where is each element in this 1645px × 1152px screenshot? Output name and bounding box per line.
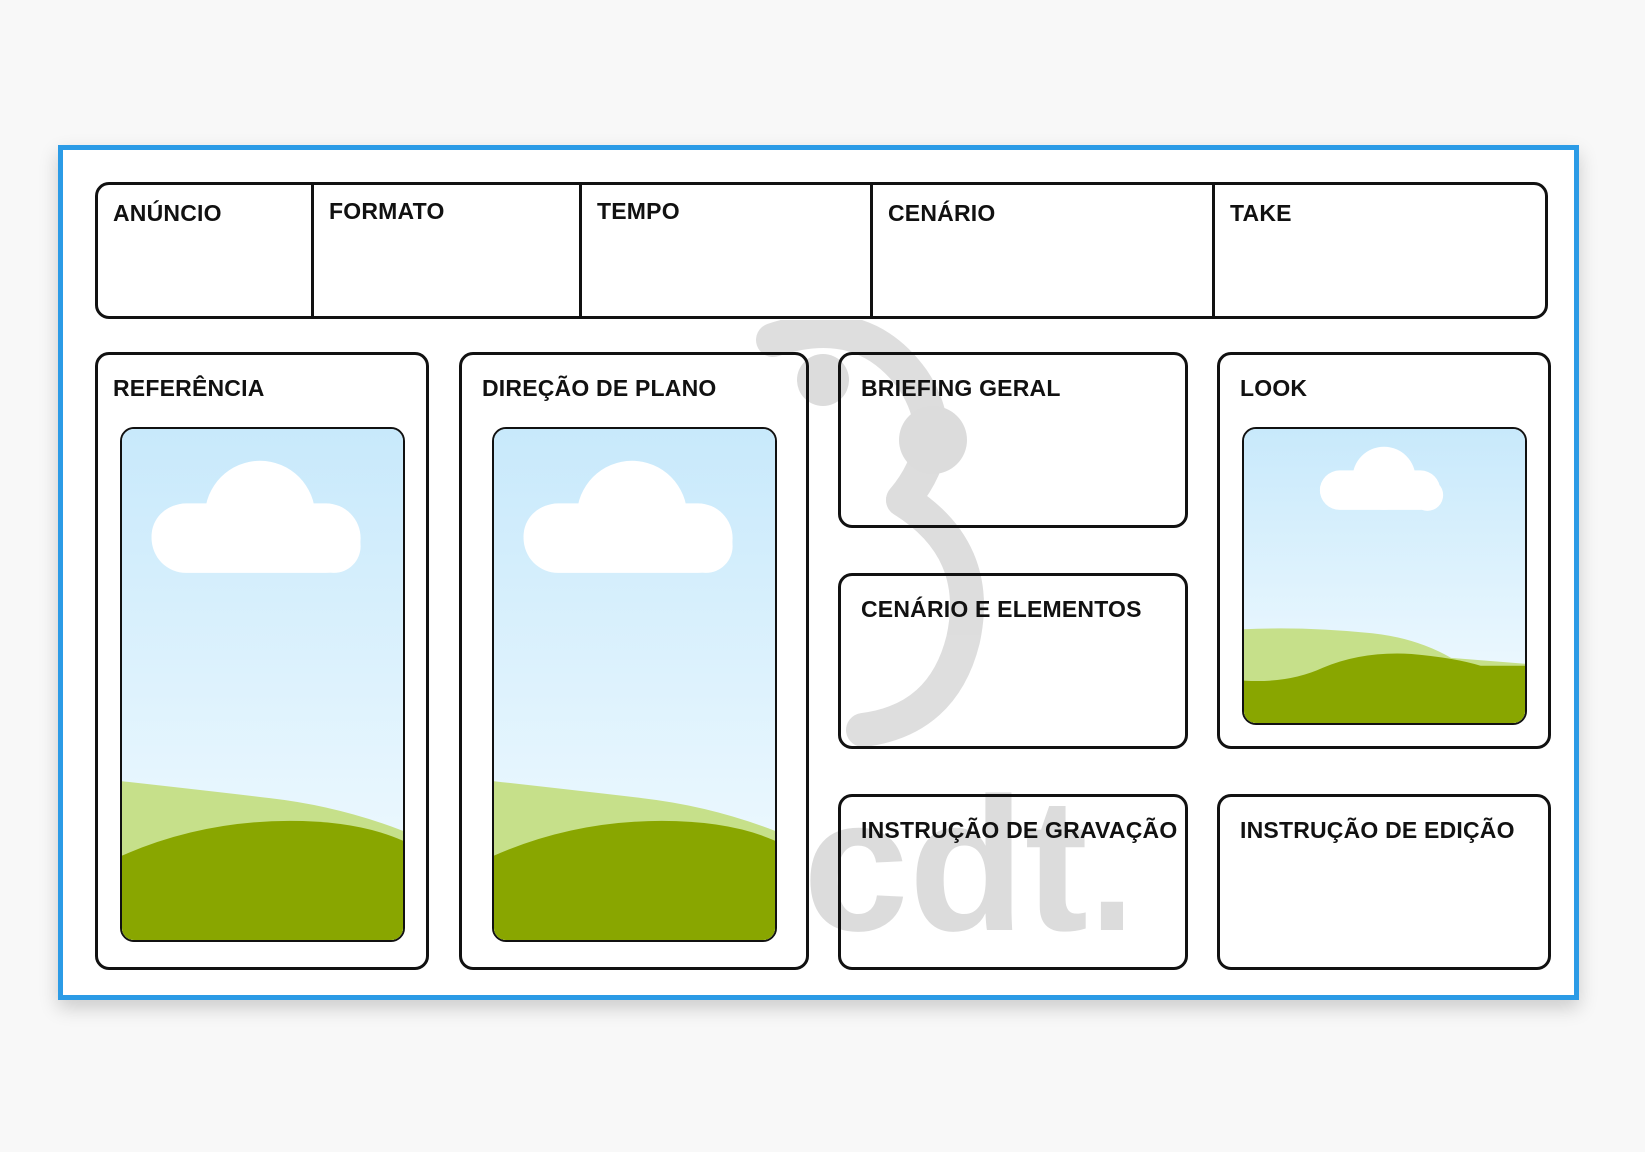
panel-title: INSTRUÇÃO DE GRAVAÇÃO [861,817,1178,843]
landscape-image-icon [1244,429,1525,723]
header-cell-formato[interactable]: FORMATO [314,185,582,316]
panel-title: INSTRUÇÃO DE EDIÇÃO [1240,817,1515,843]
panel-title: LOOK [1240,375,1308,401]
landscape-image-icon [122,429,403,940]
storyboard-sheet: cdt. ANÚNCIO FORMATO TEMPO CENÁRIO TAKE … [58,145,1579,1000]
panel-direcao-de-plano[interactable]: DIREÇÃO DE PLANO [459,352,809,970]
panel-briefing-geral[interactable]: BRIEFING GERAL [838,352,1188,528]
panel-instrucao-de-gravacao[interactable]: INSTRUÇÃO DE GRAVAÇÃO [838,794,1188,970]
header-bar: ANÚNCIO FORMATO TEMPO CENÁRIO TAKE [95,182,1548,319]
image-placeholder[interactable] [492,427,777,942]
panel-title: BRIEFING GERAL [861,375,1061,401]
panel-title: REFERÊNCIA [113,375,265,401]
panel-cenario-e-elementos[interactable]: CENÁRIO E ELEMENTOS [838,573,1188,749]
header-cell-cenario[interactable]: CENÁRIO [873,185,1215,316]
landscape-image-icon [494,429,775,940]
panel-title: CENÁRIO E ELEMENTOS [861,596,1142,622]
cloud-icon [523,460,733,573]
header-label: CENÁRIO [888,200,996,226]
header-label: FORMATO [329,198,445,224]
header-label: TAKE [1230,200,1292,226]
panel-referencia[interactable]: REFERÊNCIA [95,352,429,970]
panel-title: DIREÇÃO DE PLANO [482,375,717,401]
header-cell-take[interactable]: TAKE [1215,185,1545,316]
panel-look[interactable]: LOOK [1217,352,1551,749]
header-label: TEMPO [597,198,680,224]
header-cell-tempo[interactable]: TEMPO [582,185,873,316]
image-placeholder[interactable] [1242,427,1527,725]
header-label: ANÚNCIO [113,200,222,226]
header-cell-anuncio[interactable]: ANÚNCIO [98,185,314,316]
image-placeholder[interactable] [120,427,405,942]
panel-instrucao-de-edicao[interactable]: INSTRUÇÃO DE EDIÇÃO [1217,794,1551,970]
cloud-icon [151,460,361,573]
cloud-icon [1319,446,1444,511]
